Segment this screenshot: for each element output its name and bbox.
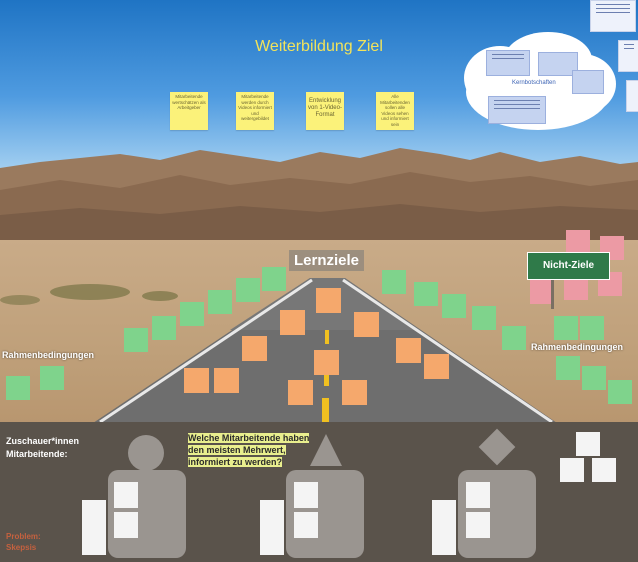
- white-card[interactable]: [466, 482, 490, 508]
- orange-note[interactable]: [316, 288, 341, 313]
- green-note[interactable]: [472, 306, 496, 330]
- white-card[interactable]: [592, 458, 616, 482]
- white-card[interactable]: [432, 500, 456, 555]
- green-note[interactable]: [608, 380, 632, 404]
- orange-note[interactable]: [242, 336, 267, 361]
- rahmenbedingungen-left[interactable]: Rahmenbedingungen: [2, 350, 94, 360]
- green-note[interactable]: [180, 302, 204, 326]
- sticky-note-4[interactable]: Alle Mitarbeitenden sollen alle Videos s…: [376, 92, 414, 130]
- orange-note[interactable]: [314, 350, 339, 375]
- white-card[interactable]: [294, 482, 318, 508]
- green-note[interactable]: [262, 267, 286, 291]
- persona-triangle-head[interactable]: [308, 432, 344, 468]
- green-note[interactable]: [124, 328, 148, 352]
- lernziele-label[interactable]: Lernziele: [289, 250, 365, 271]
- pink-note[interactable]: [564, 276, 588, 300]
- orange-note[interactable]: [288, 380, 313, 405]
- orange-note[interactable]: [280, 310, 305, 335]
- green-note[interactable]: [236, 278, 260, 302]
- nicht-ziele-sign[interactable]: Nicht-Ziele: [527, 252, 610, 280]
- orange-note[interactable]: [396, 338, 421, 363]
- green-note[interactable]: [40, 366, 64, 390]
- white-card[interactable]: [466, 512, 490, 538]
- board-title[interactable]: Weiterbildung Ziel: [255, 38, 383, 55]
- sign-pole: [551, 279, 554, 309]
- cloud-card-3[interactable]: [572, 70, 604, 94]
- cloud-card-2[interactable]: [538, 52, 578, 76]
- pink-note[interactable]: [530, 280, 554, 304]
- mountain-range: [0, 148, 638, 250]
- green-note[interactable]: [208, 290, 232, 314]
- white-card[interactable]: [260, 500, 284, 555]
- green-note[interactable]: [442, 294, 466, 318]
- sticky-note-3[interactable]: Entwicklung von 1-Video-Format: [306, 92, 344, 130]
- orange-note[interactable]: [184, 368, 209, 393]
- side-card-3[interactable]: [626, 80, 638, 112]
- green-note[interactable]: [414, 282, 438, 306]
- side-card-2[interactable]: [618, 40, 638, 72]
- green-note[interactable]: [152, 316, 176, 340]
- green-note[interactable]: [6, 376, 30, 400]
- green-note[interactable]: [502, 326, 526, 350]
- orange-note[interactable]: [424, 354, 449, 379]
- sticky-note-1[interactable]: Mitarbeitende wertschätzen als Arbeitgeb…: [170, 92, 208, 130]
- green-note[interactable]: [554, 316, 578, 340]
- problem-label[interactable]: Problem: Skepsis: [6, 532, 41, 552]
- white-card[interactable]: [114, 482, 138, 508]
- white-card[interactable]: [576, 432, 600, 456]
- cloud-label: Kernbotschaften: [512, 80, 556, 86]
- green-note[interactable]: [556, 356, 580, 380]
- audience-label[interactable]: Zuschauer*innen Mitarbeitende:: [6, 436, 80, 459]
- question-text: Welche Mitarbeitende haben den meisten M…: [188, 433, 310, 467]
- white-card[interactable]: [560, 458, 584, 482]
- white-card[interactable]: [114, 512, 138, 538]
- orange-note[interactable]: [354, 312, 379, 337]
- sticky-note-2[interactable]: Mitarbeitende werden durch Videos inform…: [236, 92, 274, 130]
- cloud-card-1[interactable]: [486, 50, 530, 76]
- green-note[interactable]: [580, 316, 604, 340]
- white-card[interactable]: [82, 500, 106, 555]
- cloud-card-4[interactable]: [488, 96, 546, 124]
- pink-note[interactable]: [566, 230, 590, 254]
- question-note[interactable]: Welche Mitarbeitende haben den meisten M…: [188, 432, 320, 468]
- green-note[interactable]: [382, 270, 406, 294]
- rahmenbedingungen-right[interactable]: Rahmenbedingungen: [531, 342, 623, 352]
- side-card-1[interactable]: [590, 0, 636, 32]
- green-note[interactable]: [582, 366, 606, 390]
- white-card[interactable]: [294, 512, 318, 538]
- orange-note[interactable]: [342, 380, 367, 405]
- orange-note[interactable]: [214, 368, 239, 393]
- persona-circle-head[interactable]: [128, 435, 164, 471]
